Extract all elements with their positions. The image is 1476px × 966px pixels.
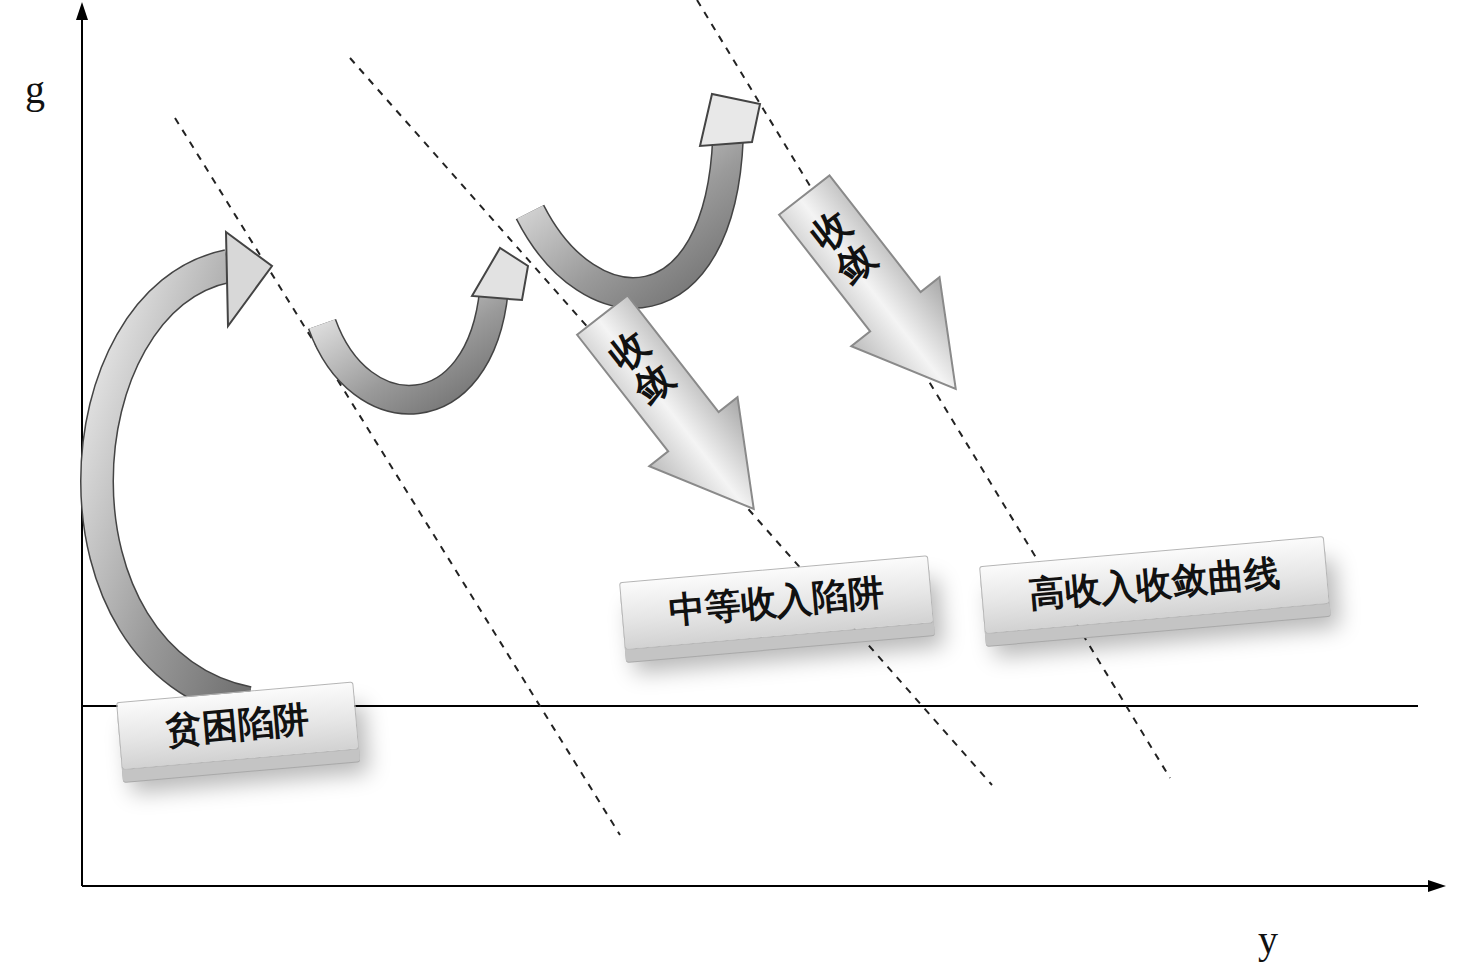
y-axis	[82, 885, 1430, 887]
jump-arrow	[97, 266, 248, 703]
jump-arrow	[530, 138, 728, 293]
slab-label: 高收入收敛曲线	[1027, 551, 1282, 617]
converge-arrow-shape	[757, 158, 1002, 426]
trap-slab: 中等收入陷阱	[619, 555, 934, 650]
axis-arrowhead	[76, 2, 88, 20]
jump-arrow	[530, 138, 728, 293]
converge-arrow: 收敛	[555, 278, 800, 546]
jump-arrow	[97, 266, 248, 703]
trap-slab: 贫困陷阱	[116, 682, 359, 770]
axis-arrowhead	[1428, 880, 1446, 892]
jump-arrow	[322, 290, 494, 400]
dashed-curve	[350, 58, 992, 785]
slab-label: 贫困陷阱	[164, 697, 311, 753]
converge-arrow-body	[558, 281, 798, 544]
converge-arrow-body	[760, 161, 1000, 424]
dashed-curve	[697, 0, 1170, 778]
jump-arrow	[322, 290, 494, 400]
converge-arrow-shape	[555, 278, 800, 546]
jump-arrowhead	[226, 232, 272, 326]
jump-arrowhead	[472, 248, 528, 300]
jump-arrowhead	[700, 94, 760, 146]
axis-label: y	[1258, 920, 1278, 960]
converge-arrow: 收敛	[757, 158, 1002, 426]
axis-label: g	[25, 70, 45, 110]
slab-label: 中等收入陷阱	[667, 570, 886, 633]
